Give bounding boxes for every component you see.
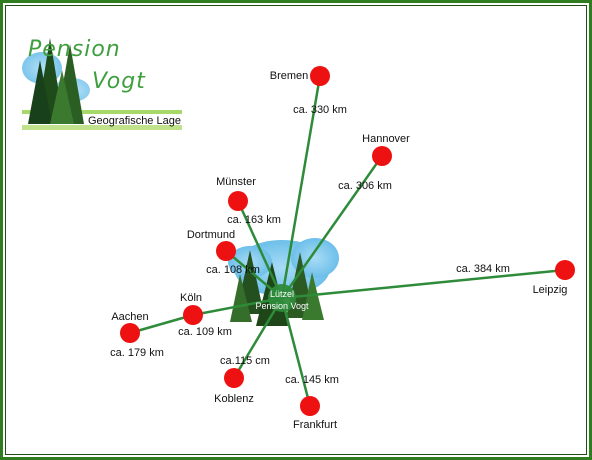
line-hannover xyxy=(280,155,384,299)
city-label-frankfurt: Frankfurt xyxy=(293,419,337,431)
city-labels: Bremen Hannover Münster Dortmund Leipzig… xyxy=(111,70,567,431)
distance-label-leipzig: ca. 384 km xyxy=(456,263,510,275)
node-hannover[interactable] xyxy=(372,146,392,166)
distance-label-koblenz: ca.115 cm xyxy=(220,355,270,367)
line-koeln xyxy=(192,296,283,317)
line-muenster xyxy=(236,200,284,299)
city-nodes xyxy=(120,66,575,416)
distance-labels: ca. 330 km ca. 306 km ca. 163 km ca. 108… xyxy=(110,104,510,386)
distance-label-muenster: ca. 163 km xyxy=(227,214,281,226)
city-label-muenster: Münster xyxy=(216,176,256,188)
line-aachen xyxy=(129,313,194,335)
node-dortmund[interactable] xyxy=(216,241,236,261)
distance-label-dortmund: ca. 108 km xyxy=(206,264,260,276)
node-koblenz[interactable] xyxy=(224,368,244,388)
logo-title-line2: Vogt xyxy=(92,69,146,94)
node-bremen[interactable] xyxy=(310,66,330,86)
line-bremen xyxy=(280,75,322,299)
city-label-bremen: Bremen xyxy=(270,70,309,82)
node-koeln[interactable] xyxy=(183,305,203,325)
node-frankfurt[interactable] xyxy=(300,396,320,416)
line-koblenz xyxy=(232,297,284,379)
city-label-dortmund: Dortmund xyxy=(187,229,235,241)
city-label-koblenz: Koblenz xyxy=(214,393,254,405)
distance-label-aachen: ca. 179 km xyxy=(110,347,164,359)
city-label-leipzig: Leipzig xyxy=(533,284,568,296)
node-aachen[interactable] xyxy=(120,323,140,343)
logo-subtitle: Geografische Lage xyxy=(88,115,181,127)
node-leipzig[interactable] xyxy=(555,260,575,280)
distance-label-hannover: ca. 306 km xyxy=(338,180,392,192)
logo: Pension Vogt Geografische Lage xyxy=(22,37,182,130)
distance-label-bremen: ca. 330 km xyxy=(293,104,347,116)
center-label-line2: Pension Vogt xyxy=(255,301,309,311)
center-label-line1: Lützel xyxy=(270,289,294,299)
line-frankfurt xyxy=(280,297,312,407)
distance-label-koeln: ca. 109 km xyxy=(178,326,232,338)
line-leipzig xyxy=(281,268,566,300)
connector-lines xyxy=(129,75,566,407)
distance-label-frankfurt: ca. 145 km xyxy=(285,374,339,386)
center-node: Lützel Pension Vogt xyxy=(255,284,309,312)
city-label-aachen: Aachen xyxy=(111,311,148,323)
node-muenster[interactable] xyxy=(228,191,248,211)
logo-title-line1: Pension xyxy=(28,37,121,62)
city-label-hannover: Hannover xyxy=(362,133,410,145)
city-label-koeln: Köln xyxy=(180,292,202,304)
logo-trees-icon xyxy=(28,38,84,124)
